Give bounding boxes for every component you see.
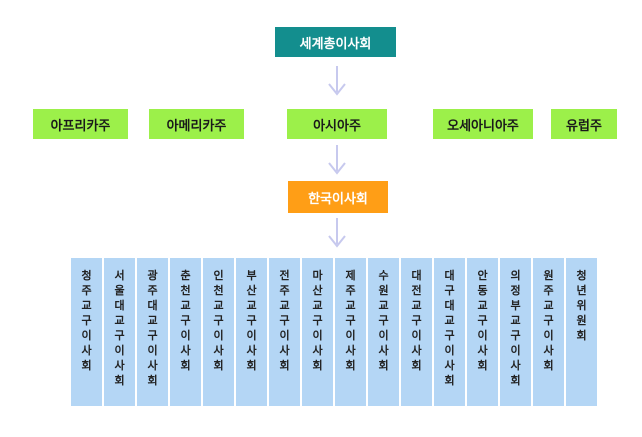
continent-africa-box: 아프리카주 — [33, 109, 128, 139]
arrow-down-icon — [328, 145, 346, 175]
world-council-box: 세계총이사회 — [275, 27, 396, 57]
korea-council-box: 한국이사회 — [288, 181, 388, 213]
continent-america-box: 아메리카주 — [149, 109, 244, 139]
arrow-down-icon — [328, 66, 346, 96]
continent-europe-box: 유럽주 — [551, 109, 617, 139]
continent-asia-box: 아시아주 — [287, 109, 387, 139]
arrow-down-icon — [328, 218, 346, 248]
continent-oceania-box: 오세아니아주 — [433, 109, 533, 139]
